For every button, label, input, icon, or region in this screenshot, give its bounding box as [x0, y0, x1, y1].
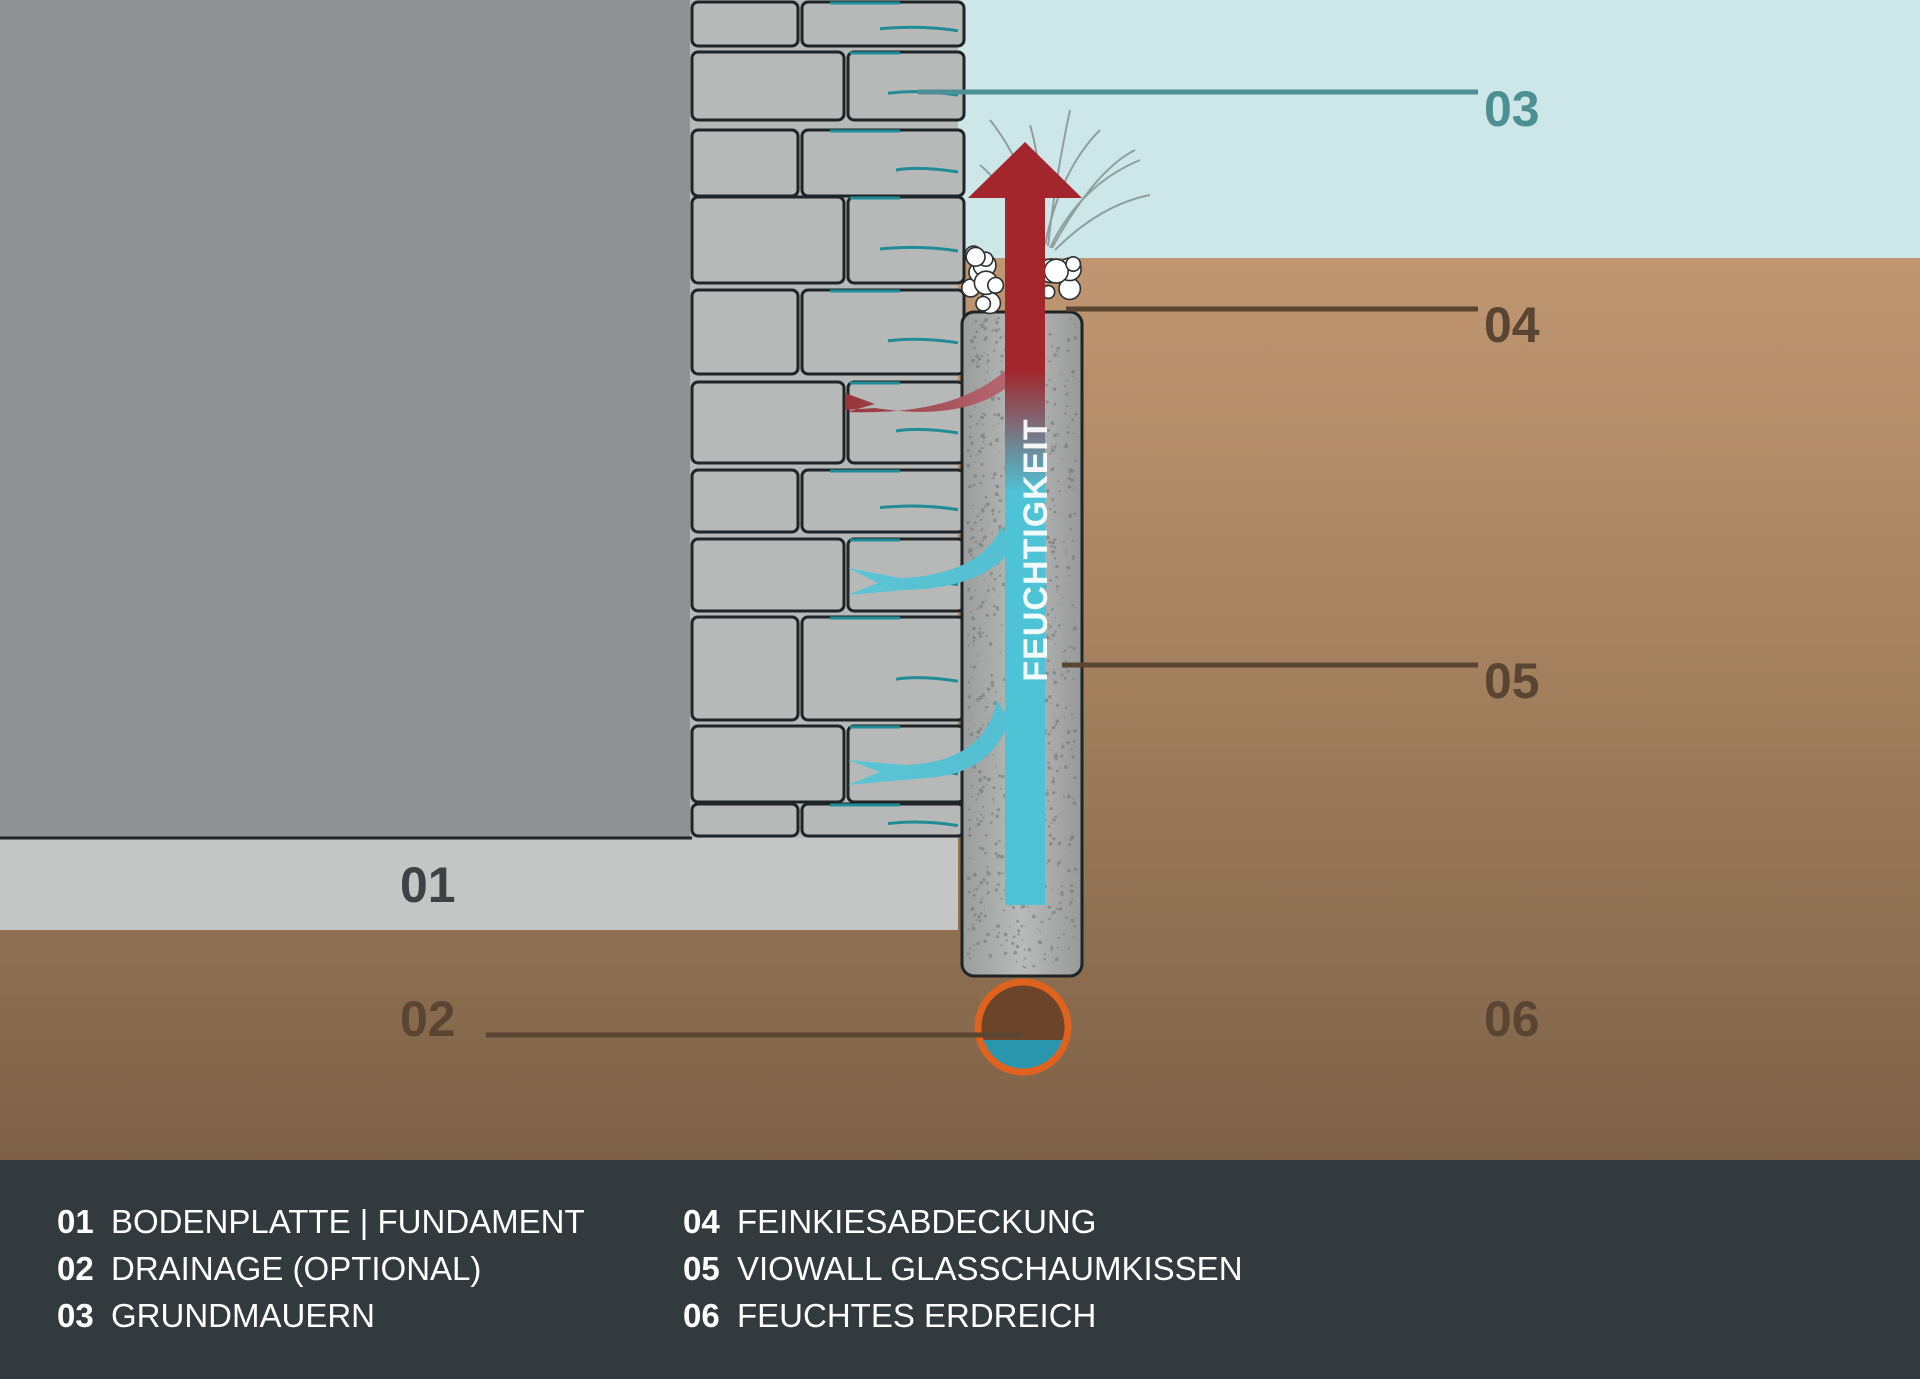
moisture-side-arrow-top — [845, 366, 1016, 413]
label-04: 04 — [1484, 297, 1540, 353]
label-03: 03 — [1484, 81, 1540, 137]
label-02: 02 — [400, 991, 456, 1047]
drainage-pipe — [974, 978, 1072, 1076]
moisture-main-arrow — [968, 142, 1082, 905]
floor-slab — [0, 838, 958, 930]
sky-area — [955, 0, 1920, 258]
label-01: 01 — [400, 857, 456, 913]
moisture-side-arrow-middle — [848, 526, 1012, 595]
masonry-stones — [690, 0, 966, 838]
label-05: 05 — [1484, 653, 1540, 709]
moisture-side-arrow-bottom — [848, 700, 1010, 785]
label-06: 06 — [1484, 991, 1540, 1047]
interior-wall — [0, 0, 692, 838]
moisture-arrow-label: FEUCHTIGKEIT — [1017, 418, 1055, 681]
